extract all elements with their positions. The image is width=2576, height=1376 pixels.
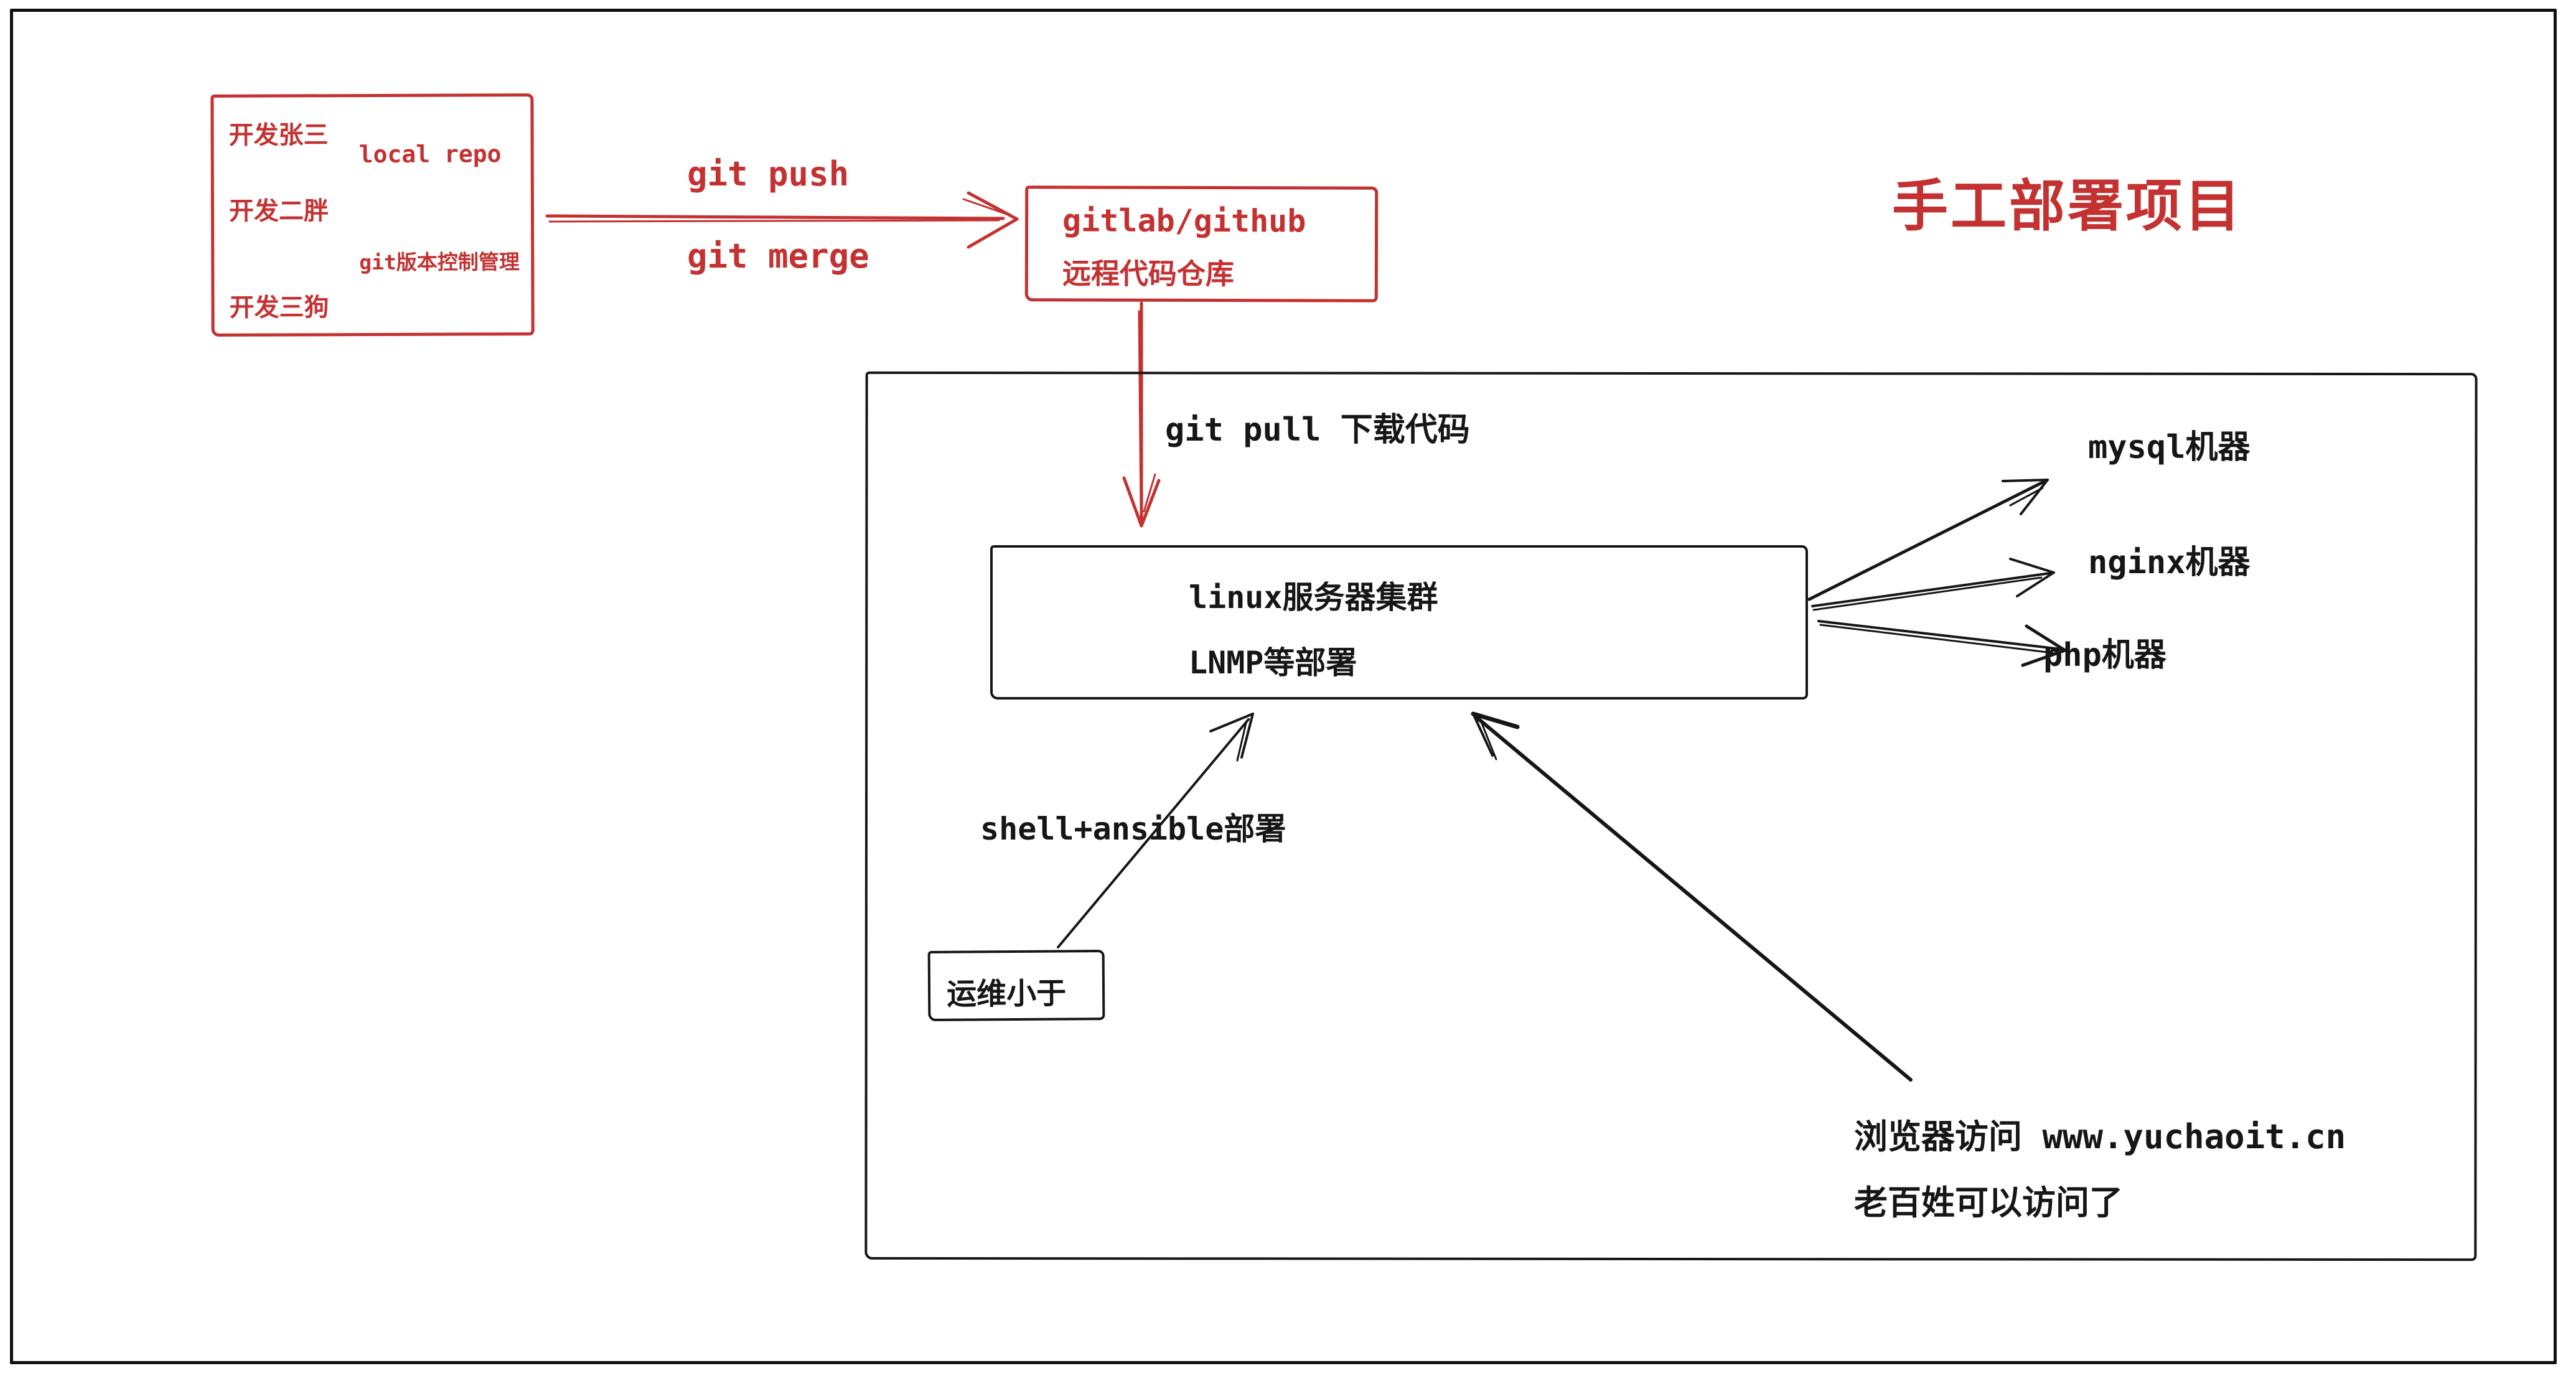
- local-repo-label: local repo: [358, 140, 502, 169]
- linux-cluster-line2: LNMP等部署: [1189, 645, 1357, 681]
- browser-access-line1: 浏览器访问 www.yuchaoit.cn: [1854, 1117, 2346, 1156]
- linux-cluster-line1: linux服务器集群: [1189, 579, 1438, 615]
- mysql-machine-label: mysql机器: [2088, 429, 2250, 466]
- ops-engineer-label: 运维小于: [946, 976, 1067, 1012]
- page-title: 手工部署项目: [1892, 174, 2243, 239]
- git-vcs-label: git版本控制管理: [359, 250, 520, 275]
- dev-local-repo-box: 开发张三 local repo 开发二胖 git版本控制管理 开发三狗: [210, 93, 535, 337]
- remote-repo-box: gitlab/github 远程代码仓库: [1024, 185, 1379, 302]
- linux-cluster-box: linux服务器集群 LNMP等部署: [990, 545, 1808, 700]
- dev-member-1-label: 开发张三: [228, 121, 329, 150]
- php-machine-label: php机器: [2043, 637, 2166, 674]
- browser-access-note: 浏览器访问 www.yuchaoit.cn 老百姓可以访问了: [1854, 1120, 2346, 1220]
- git-push-label: git push: [687, 154, 850, 194]
- remote-repo-line1: gitlab/github: [1062, 202, 1306, 240]
- git-pull-label: git pull 下载代码: [1165, 411, 1470, 449]
- canvas-frame: [10, 9, 2557, 1364]
- ops-engineer-box: 运维小于: [927, 950, 1105, 1021]
- nginx-machine-label: nginx机器: [2088, 544, 2250, 581]
- dev-member-3-label: 开发三狗: [229, 293, 329, 322]
- shell-deploy-label: shell+ansible部署: [980, 811, 1286, 847]
- browser-access-line2: 老百姓可以访问了: [1854, 1183, 2123, 1222]
- remote-repo-line2: 远程代码仓库: [1062, 256, 1234, 291]
- git-merge-label: git merge: [687, 236, 869, 276]
- dev-member-2-label: 开发二胖: [228, 197, 329, 226]
